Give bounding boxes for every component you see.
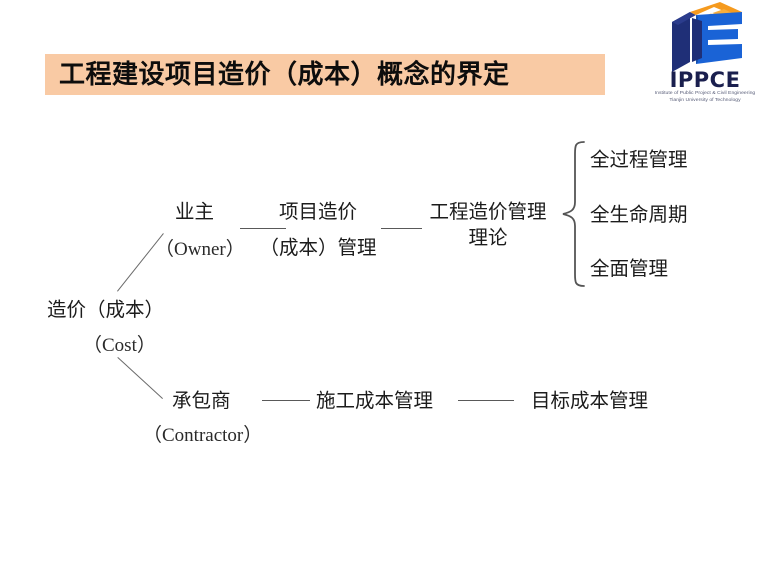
connector-contractor-to-construction-cost	[262, 400, 310, 401]
node-owner-cn: 业主	[175, 200, 215, 223]
logo-wordmark: IPPCE	[669, 68, 741, 92]
node-target-cost-management: 目标成本管理	[531, 389, 649, 412]
ippce-cube-icon	[672, 2, 742, 72]
node-contractor-en: （Contractor）	[143, 425, 263, 446]
connector-root-to-contractor	[117, 357, 163, 399]
logo-subtitle-line2: Tianjin University of Technology	[669, 97, 741, 103]
node-contractor-cn: 承包商	[172, 389, 231, 412]
connector-construction-to-target-cost	[458, 400, 514, 401]
node-outcome-life-cycle: 全生命周期	[590, 203, 688, 226]
node-cost-theory-line2: 理论	[468, 226, 508, 249]
node-outcome-whole-process: 全过程管理	[590, 148, 688, 171]
node-project-cost-line2: （成本）管理	[259, 236, 377, 259]
node-cost-theory-line1: 工程造价管理	[429, 200, 547, 223]
node-root-en: （Cost）	[83, 335, 156, 356]
logo-subtitle-line1: Institute of Public Project & Civil Engi…	[654, 90, 756, 96]
page-title: 工程建设项目造价（成本）概念的界定	[59, 59, 510, 90]
ippce-logo: IPPCE Institute of Public Project & Civi…	[650, 2, 760, 106]
connector-project-cost-to-theory	[381, 228, 422, 229]
node-owner-en: （Owner）	[155, 239, 245, 260]
node-project-cost-line1: 项目造价	[278, 200, 357, 223]
curly-brace-icon	[562, 141, 585, 287]
node-root-cn: 造价（成本）	[47, 298, 165, 321]
connector-owner-to-project-cost	[240, 228, 286, 229]
slide-title-bar: 工程建设项目造价（成本）概念的界定	[45, 54, 605, 95]
node-construction-cost-management: 施工成本管理	[316, 389, 434, 412]
node-outcome-total-management: 全面管理	[590, 257, 669, 280]
